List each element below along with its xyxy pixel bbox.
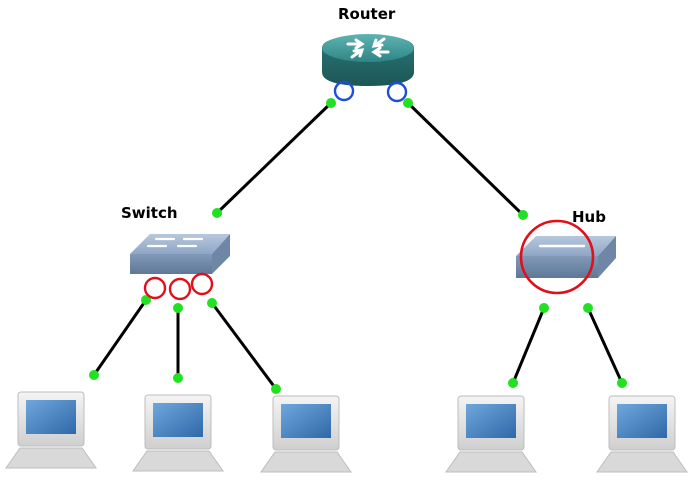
port-dot [89, 370, 99, 380]
pc-icon[interactable] [445, 395, 537, 473]
pc-icon[interactable] [5, 391, 97, 469]
port-dots [89, 98, 627, 394]
port-dot [583, 303, 593, 313]
port-dot [141, 295, 151, 305]
hub-label: Hub [572, 208, 606, 226]
router-port-highlight [386, 81, 408, 103]
router-port-highlight [333, 80, 355, 102]
port-dot [539, 303, 549, 313]
links [92, 101, 624, 391]
switch-port-highlight [190, 272, 214, 296]
port-dot [212, 208, 222, 218]
link-hub-pc-4 [511, 306, 546, 385]
link-switch-pc-3 [210, 301, 278, 391]
port-dot [173, 303, 183, 313]
port-dot [173, 373, 183, 383]
router-port-highlight [333, 80, 408, 103]
link-hub-pc-5 [586, 306, 624, 385]
port-dot [207, 298, 217, 308]
port-dot [508, 378, 518, 388]
port-dot [617, 378, 627, 388]
router-icon[interactable] [322, 34, 414, 86]
switch-icon[interactable] [130, 234, 230, 274]
link-router-hub [406, 101, 525, 217]
switch-label: Switch [121, 204, 178, 222]
switch-port-highlight [143, 272, 214, 301]
switch-port-highlight [143, 276, 167, 300]
hub-device-highlight [519, 219, 595, 295]
port-dot [326, 98, 336, 108]
pc-icon[interactable] [132, 394, 224, 472]
port-dot [403, 98, 413, 108]
switch-port-highlight [168, 277, 192, 301]
link-switch-pc-1 [92, 298, 148, 377]
port-dot [271, 384, 281, 394]
pc-icon[interactable] [596, 395, 688, 473]
link-router-switch [215, 101, 333, 215]
port-dot [518, 210, 528, 220]
pc-icon[interactable] [260, 395, 352, 473]
hub-icon[interactable] [516, 236, 616, 278]
router-label: Router [338, 5, 396, 23]
